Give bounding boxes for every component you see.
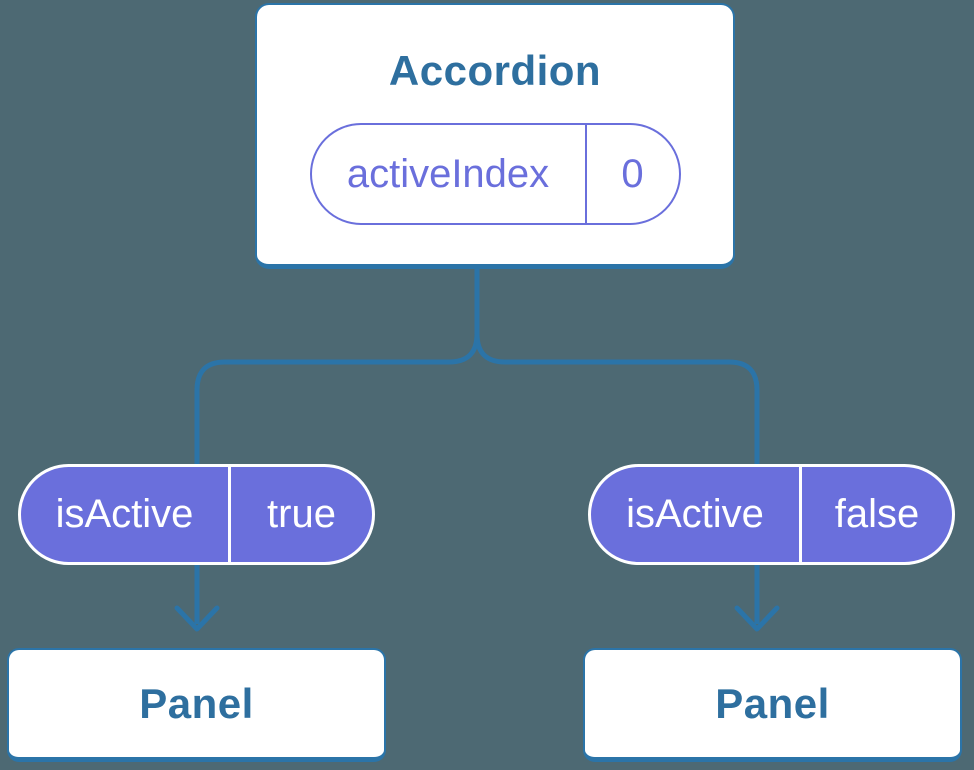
panel-component-card-left: Panel	[7, 648, 386, 762]
state-value-label: 0	[621, 151, 644, 196]
state-name-label: activeIndex	[312, 125, 587, 223]
panel-component-card-right: Panel	[583, 648, 962, 762]
prop-name-label: isActive	[21, 467, 231, 562]
panel-title: Panel	[139, 679, 254, 727]
panel-title: Panel	[715, 679, 830, 727]
state-pill-activeindex: activeIndex 0	[309, 123, 681, 225]
connector-left-branch	[194, 268, 480, 624]
prop-value-label: false	[834, 492, 920, 536]
connector-right-branch	[474, 268, 760, 624]
accordion-title: Accordion	[388, 47, 602, 94]
prop-name-label: isActive	[591, 467, 802, 562]
arrow-down-icon	[734, 605, 780, 632]
prop-value-label: true	[267, 492, 336, 536]
prop-pill-isactive-true: isActive true	[18, 464, 375, 565]
accordion-component-card: Accordion activeIndex 0	[255, 3, 735, 269]
prop-pill-isactive-false: isActive false	[588, 464, 955, 565]
arrow-down-icon	[174, 605, 220, 632]
